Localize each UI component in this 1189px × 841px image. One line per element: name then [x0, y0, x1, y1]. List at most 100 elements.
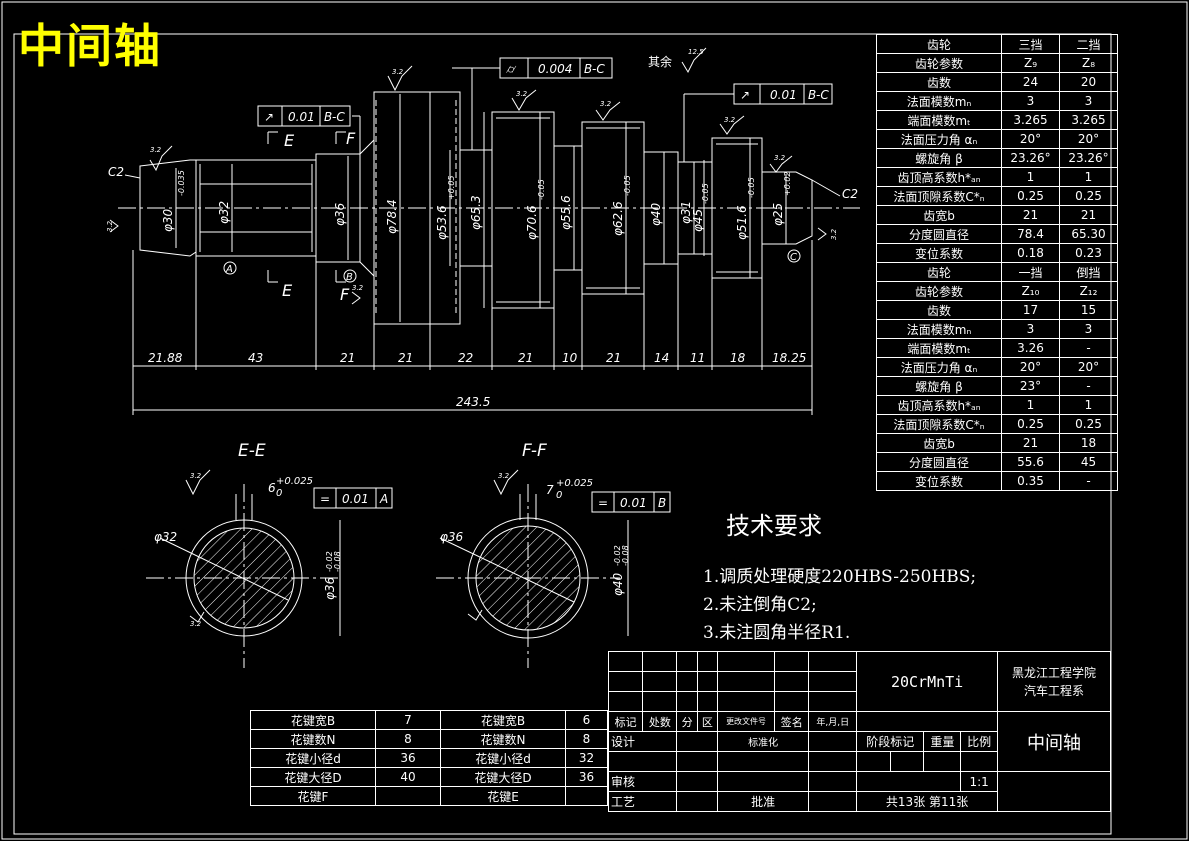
col-header-count: 处数	[642, 711, 678, 732]
section-ff-view	[436, 484, 629, 668]
tol-6: -0.05	[747, 177, 756, 198]
section-label-f-top: F	[346, 129, 356, 148]
gear-row-val: 3	[1059, 91, 1118, 111]
roughness-value-13: 3.2	[190, 620, 202, 628]
gear-row2-val: 55.6	[1001, 452, 1060, 472]
gdt3-value: 0.01	[770, 88, 797, 102]
diameter-dim-lines	[175, 94, 787, 322]
gear-row-label: 法面模数mₙ	[876, 91, 1002, 111]
dia-45: φ45	[691, 209, 705, 232]
dia-53-6: φ53.6	[435, 205, 449, 240]
gdt4-symbol: =	[320, 492, 330, 506]
title-block: 20CrMnTi 黑龙江工程学院 汽车工程系 标记 处数 分 区 更改文件号 签…	[607, 651, 1111, 812]
datum-a-label: A	[225, 264, 233, 275]
tech-requirement-2: 2.未注倒角C2;	[703, 595, 817, 615]
gear-row2-val: -	[1059, 338, 1118, 358]
spline-value	[565, 786, 608, 806]
page-title: 中间轴	[18, 19, 162, 73]
scale-header-label: 比例	[960, 731, 999, 752]
spline-label: 花键数N	[250, 729, 376, 749]
roughness-value-11: 3.2	[190, 472, 202, 480]
gear-row-val: 20°	[1001, 129, 1060, 149]
col-header-area: 区	[696, 711, 719, 732]
gear-row2-val: -	[1059, 471, 1118, 491]
gear-subheader-label: 齿轮参数	[876, 53, 1002, 73]
gear-row-val: 0.18	[1001, 243, 1060, 263]
gear-row2-val: 17	[1001, 300, 1060, 320]
datum-c-label: C	[790, 252, 797, 263]
gdt4-value: 0.01	[342, 492, 369, 506]
gear-row2-val: 0.25	[1001, 414, 1060, 434]
gear-header2-label: 齿轮	[876, 262, 1002, 282]
spline-value: 6	[565, 710, 608, 730]
tol-7: +0.02	[783, 171, 792, 196]
dia-62-6: φ62.6	[611, 201, 625, 236]
gear-row2-val: 20°	[1001, 357, 1060, 377]
ff-key-tol-upper: +0.025	[556, 478, 593, 489]
gdt3-datum: B-C	[808, 88, 829, 102]
gear-row-label: 螺旋角 β	[876, 148, 1002, 168]
ee-inner-dia: φ36	[323, 576, 337, 600]
gear-row2-val: 23°	[1001, 376, 1060, 396]
roughness-value-5: 3.2	[724, 116, 736, 124]
gear-row-val: 0.25	[1001, 186, 1060, 206]
dia-51-6: φ51.6	[735, 205, 749, 240]
gear-row-val: 3	[1001, 91, 1060, 111]
gear-row-label: 变位系数	[876, 243, 1002, 263]
dia-30: φ30	[161, 208, 175, 232]
gear-row2-val: 1	[1001, 395, 1060, 415]
col-header-sign: 签名	[774, 711, 810, 732]
spline-value	[375, 786, 441, 806]
gear-row2-val: 3	[1001, 319, 1060, 339]
department-name: 汽车工程系	[1024, 683, 1085, 698]
ee-key-width: 6	[268, 481, 276, 495]
gear-row2-label: 分度圆直径	[876, 452, 1002, 472]
gdt5-datum: B	[658, 496, 666, 510]
gdt2-symbol: ⌭	[506, 62, 517, 76]
roughness-value-8: 12.5	[688, 48, 704, 56]
dim-length-12: 18.25	[772, 351, 806, 365]
scale-value: 1:1	[960, 771, 999, 792]
drawing-text: C2 C2 E E F F A B C E-E F-F 其余 ↗ 0.01 B-…	[108, 54, 858, 600]
chamfer-label-left: C2	[108, 165, 124, 179]
gear-subheader2-label: 齿轮参数	[876, 281, 1002, 301]
total-length-label: 243.5	[456, 395, 490, 409]
datum-b-circle	[343, 269, 357, 283]
tol-5: -0.05	[701, 183, 710, 204]
spline-label: 花键数N	[440, 729, 566, 749]
spline-label: 花键E	[440, 786, 566, 806]
spline-value: 36	[565, 767, 608, 787]
tol-4: -0.05	[623, 175, 632, 196]
length-dim-lines	[132, 240, 813, 415]
gear-subheader2-col1: Z₁₀	[1001, 281, 1060, 301]
gdt1-datum: B-C	[324, 110, 345, 124]
part-name: 中间轴	[997, 711, 1111, 772]
ff-inner-tol-upper: -0.02	[613, 545, 622, 566]
spline-label: 花键F	[250, 786, 376, 806]
gear-row-label: 法面压力角 αₙ	[876, 129, 1002, 149]
ff-outer-dia: φ36	[440, 530, 464, 544]
spline-value: 8	[565, 729, 608, 749]
gear-row2-label: 端面模数mₜ	[876, 338, 1002, 358]
sheet-count: 共13张 第11张	[856, 791, 999, 812]
chamfer-leader-right	[811, 179, 841, 197]
dia-40: φ40	[649, 202, 663, 226]
gear-header2-col2: 倒挡	[1059, 262, 1118, 282]
dim-length-3: 21	[340, 351, 355, 365]
chamfer-leader-left	[124, 174, 141, 179]
tech-requirements-title: 技术要求	[726, 512, 822, 540]
ff-inner-tol-lower: -0.08	[621, 545, 630, 566]
gear-row2-val: 3.26	[1001, 338, 1060, 358]
stage-mark-label: 阶段标记	[856, 731, 925, 752]
gear-row2-val: 20°	[1059, 357, 1118, 377]
gdt5-value: 0.01	[620, 496, 647, 510]
roughness-value-6: 3.2	[774, 154, 786, 162]
col-header-div: 分	[676, 711, 698, 732]
spline-value: 32	[565, 748, 608, 768]
gear-row-val: 21	[1059, 205, 1118, 225]
dia-78-4: φ78.4	[385, 199, 399, 234]
